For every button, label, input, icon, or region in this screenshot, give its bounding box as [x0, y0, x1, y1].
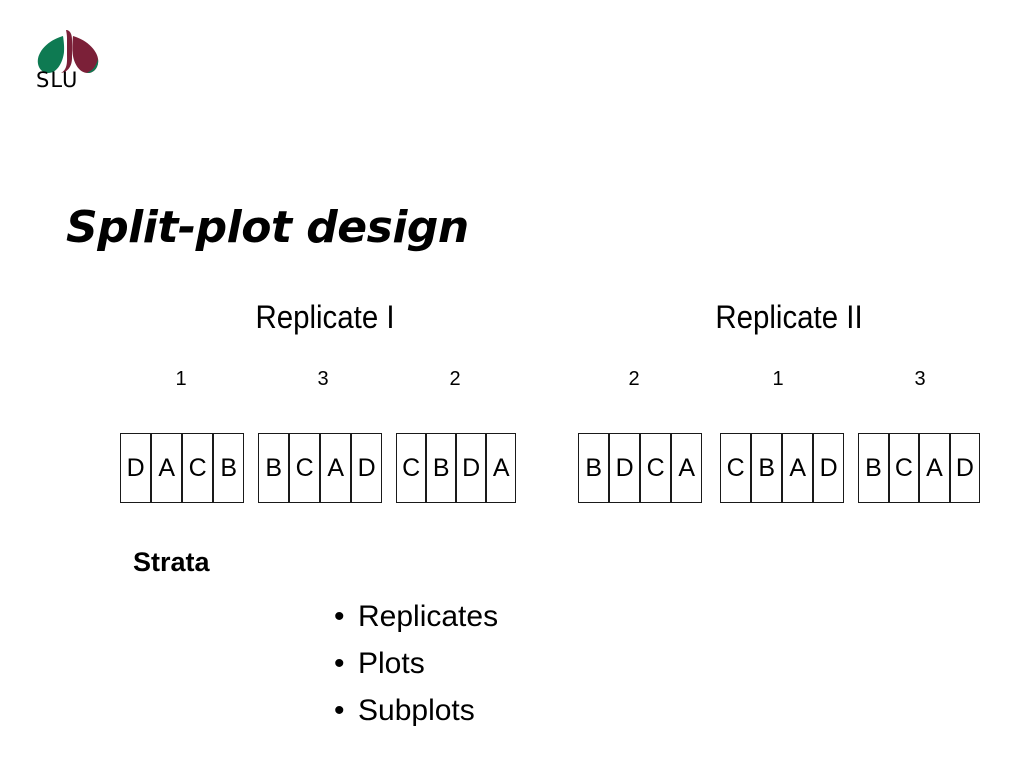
list-item: • Subplots	[334, 687, 498, 734]
plot-box-r2-p1[interactable]: B D C A	[578, 433, 703, 503]
logo-leaf-left	[37, 36, 65, 74]
list-item: • Plots	[334, 640, 498, 687]
subplot-cell[interactable]: C	[888, 433, 920, 503]
strata-heading: Strata	[133, 547, 210, 577]
plot-number-r1-p1: 1	[175, 368, 187, 390]
subplot-cell[interactable]: A	[151, 433, 183, 503]
plot-number-r2-p1: 2	[628, 368, 640, 390]
subplot-cell[interactable]: A	[486, 433, 517, 503]
plot-box-r2-p3[interactable]: B C A D	[858, 433, 981, 503]
subplot-cell[interactable]: C	[396, 433, 427, 503]
replicate-heading-1: Replicate I	[255, 299, 395, 335]
plot-box-r1-p2[interactable]: B C A D	[258, 433, 383, 503]
plot-box-r1-p1[interactable]: D A C B	[120, 433, 245, 503]
subplot-cell[interactable]: B	[213, 433, 245, 503]
list-item: • Replicates	[334, 593, 498, 640]
subplot-cell[interactable]: A	[671, 433, 703, 503]
subplot-cell[interactable]: C	[182, 433, 214, 503]
subplot-cell[interactable]: C	[640, 433, 672, 503]
subplot-cell[interactable]: B	[578, 433, 610, 503]
subplot-cell[interactable]: B	[858, 433, 889, 503]
slu-wordmark: SLU	[36, 68, 79, 92]
logo-stem	[61, 30, 72, 73]
list-item-label: Subplots	[358, 694, 475, 727]
subplot-cell[interactable]: A	[320, 433, 352, 503]
strata-list: • Replicates • Plots • Subplots	[334, 593, 498, 734]
subplot-cell[interactable]: A	[919, 433, 950, 503]
logo-leaf-accent	[87, 59, 99, 73]
subplot-cell[interactable]: D	[609, 433, 641, 503]
plot-number-r1-p3: 2	[449, 368, 461, 390]
subplot-cell[interactable]: D	[949, 433, 981, 503]
subplot-cell[interactable]: D	[813, 433, 845, 503]
subplot-cell[interactable]: B	[751, 433, 783, 503]
slu-logo	[33, 28, 105, 100]
subplot-cell[interactable]: C	[720, 433, 752, 503]
subplot-cell[interactable]: A	[782, 433, 814, 503]
subplot-cell[interactable]: B	[426, 433, 457, 503]
logo-leaf-right	[72, 36, 99, 74]
replicate-heading-2: Replicate II	[715, 299, 863, 335]
list-item-label: Plots	[358, 647, 425, 680]
page-title: Split-plot design	[66, 202, 469, 254]
subplot-cell[interactable]: D	[120, 433, 152, 503]
plot-number-r2-p2: 1	[772, 368, 784, 390]
subplot-cell[interactable]: C	[289, 433, 321, 503]
bullet-icon: •	[334, 647, 345, 680]
bullet-icon: •	[334, 694, 345, 727]
plot-box-r1-p3[interactable]: C B D A	[396, 433, 517, 503]
subplot-cell[interactable]: B	[258, 433, 290, 503]
subplot-cell[interactable]: D	[456, 433, 487, 503]
bullet-icon: •	[334, 600, 345, 633]
plot-number-r2-p3: 3	[914, 368, 926, 390]
subplot-cell[interactable]: D	[351, 433, 383, 503]
list-item-label: Replicates	[358, 600, 499, 633]
slu-logo-mark	[37, 30, 99, 74]
plot-number-r1-p2: 3	[317, 368, 329, 390]
plot-box-r2-p2[interactable]: C B A D	[720, 433, 845, 503]
